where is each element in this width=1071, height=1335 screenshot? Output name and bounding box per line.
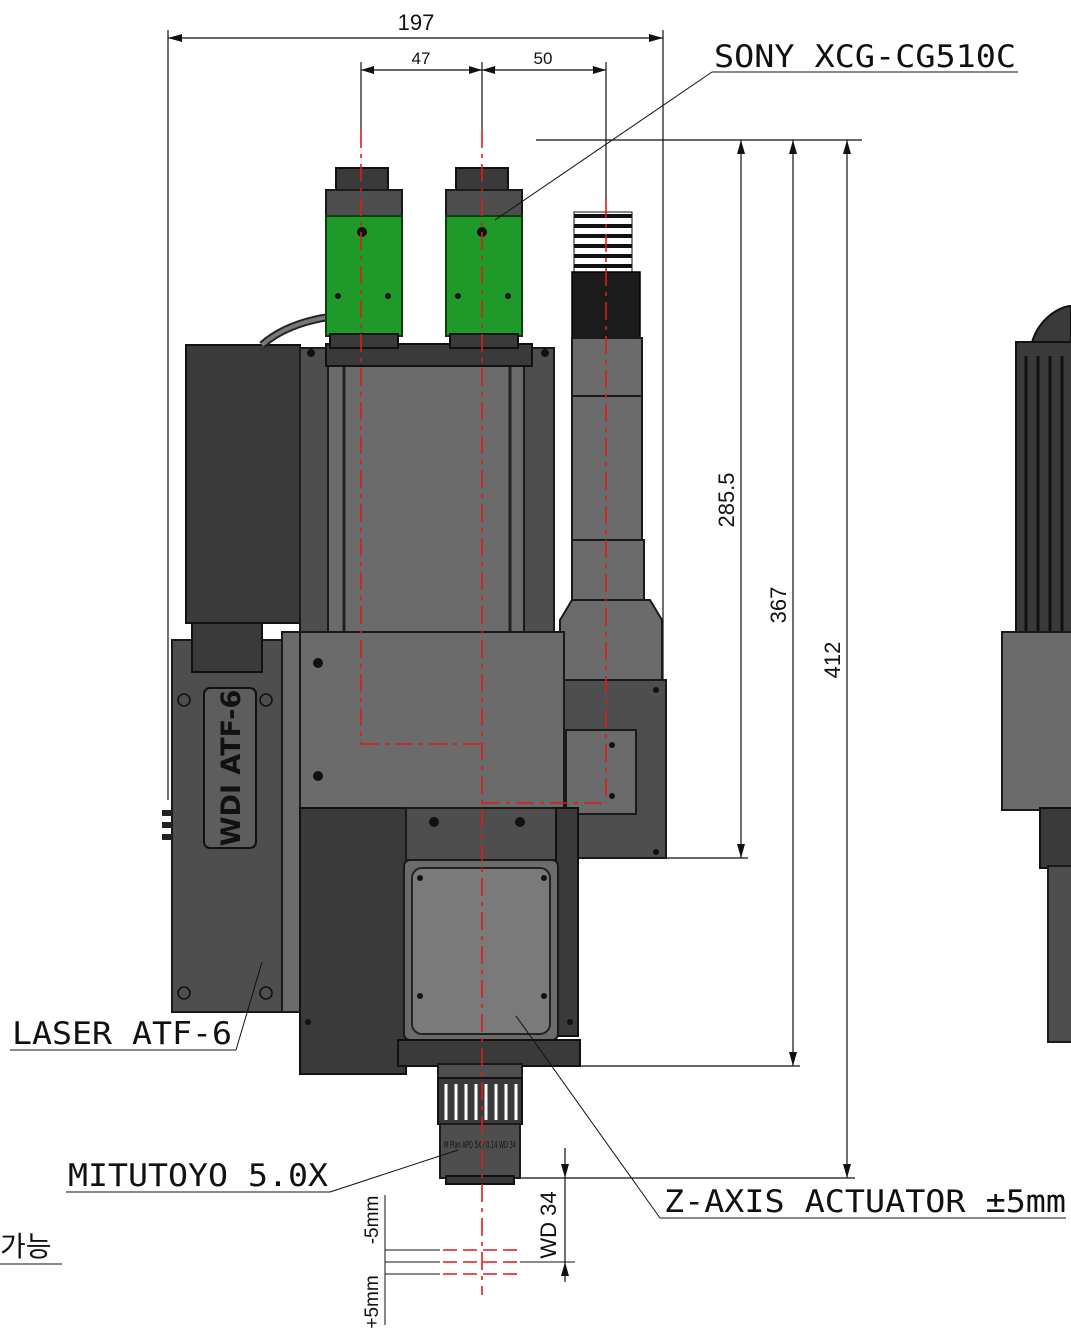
- laser-plate-text: WDI ATF-6: [216, 690, 247, 846]
- wd-label: WD 34: [536, 1191, 561, 1258]
- dimension-z-travel: -5mm +5mm: [362, 1195, 520, 1329]
- z-plus-label: +5mm: [362, 1275, 383, 1328]
- actuator-callout-text: Z-AXIS ACTUATOR ±5mm: [664, 1184, 1066, 1220]
- dim-50-label: 50: [534, 49, 553, 68]
- camera-callout-text: SONY XCG-CG510C: [714, 39, 1016, 75]
- laser-module: WDI ATF-6: [162, 621, 303, 1013]
- callout-korean-fragment: 가능: [0, 1231, 62, 1265]
- dim-47-label: 47: [412, 49, 431, 68]
- laser-callout-text: LASER ATF-6: [12, 1016, 232, 1052]
- dimension-cam-offset: 47 50: [360, 49, 607, 200]
- illumination-tube: [559, 211, 663, 681]
- callout-actuator: Z-AXIS ACTUATOR ±5mm: [515, 1015, 1066, 1220]
- optical-centerlines: [360, 130, 607, 1295]
- main-housing: [299, 343, 555, 639]
- objective-markings: M Plan APO 5X / 0.14 WD 34: [444, 1140, 516, 1151]
- callout-laser: LASER ATF-6: [10, 961, 263, 1052]
- camera-left: [325, 167, 403, 349]
- camera-right: [445, 167, 523, 349]
- objective-lens: M Plan APO 5X / 0.14 WD 34: [437, 1077, 523, 1185]
- laser-nameplate: [203, 687, 257, 849]
- z-actuator-block: [299, 631, 667, 1081]
- side-view: [1001, 304, 1071, 1043]
- korean-fragment-text: 가능: [0, 1231, 52, 1262]
- dimension-total-width: 197: [167, 10, 664, 800]
- dim-285-5-label: 285.5: [714, 472, 739, 527]
- dimension-heights: 285.5 367 412: [520, 139, 862, 1179]
- dim-367-label: 367: [766, 587, 791, 624]
- dim-412-label: 412: [820, 642, 845, 679]
- callout-objective: MITUTOYO 5.0X: [66, 1149, 459, 1194]
- z-minus-label: -5mm: [362, 1196, 383, 1245]
- dimension-working-distance: WD 34: [520, 1148, 575, 1282]
- dim-197-label: 197: [398, 10, 435, 35]
- callout-camera: SONY XCG-CG510C: [494, 39, 1018, 221]
- objective-callout-text: MITUTOYO 5.0X: [68, 1158, 328, 1194]
